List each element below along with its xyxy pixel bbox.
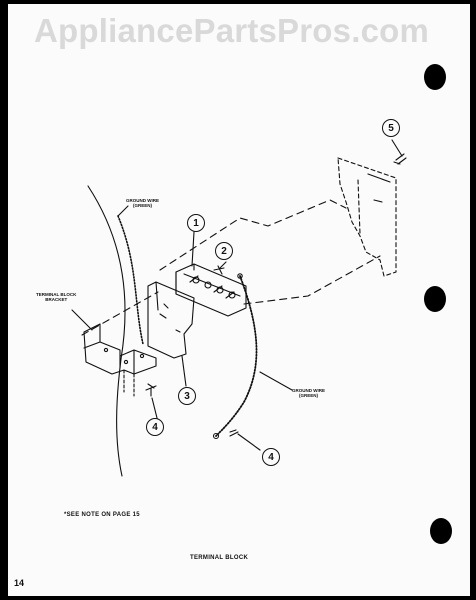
binder-hole-bottom — [430, 518, 452, 544]
screw-5 — [393, 153, 407, 165]
assembly-line-right — [243, 255, 381, 305]
binder-hole-top — [424, 64, 446, 90]
ground-wire-top-label: GROUND WIRE (GREEN) — [126, 198, 159, 208]
callout-1: 1 — [187, 214, 205, 232]
callout-2: 2 — [215, 242, 233, 260]
cabinet-edge — [87, 185, 126, 477]
screw-2 — [213, 265, 225, 275]
see-note-text: *SEE NOTE ON PAGE 15 — [64, 512, 140, 518]
callout-4b: 4 — [262, 448, 280, 466]
callout-4a: 4 — [146, 418, 164, 436]
terminal-plate — [147, 281, 195, 359]
watermark: AppliancePartsPros.com — [34, 12, 430, 49]
binder-hole-middle — [424, 286, 446, 312]
ground-wire-top — [117, 215, 144, 345]
terminal-block-drawing — [71, 139, 407, 477]
parts-diagram-page: AppliancePartsPros.com — [8, 4, 470, 596]
screw-4b — [229, 429, 239, 437]
page-number: 14 — [14, 578, 25, 588]
callout-3: 3 — [178, 387, 196, 405]
diagram-caption: TERMINAL BLOCK — [190, 555, 249, 561]
callout-5: 5 — [382, 119, 400, 137]
terminal-block-bracket-label: TERMINAL BLOCK BRACKET — [36, 292, 77, 302]
right-panel — [337, 157, 397, 277]
ground-wire-right — [215, 275, 258, 437]
screw-4a — [145, 383, 157, 397]
assembly-line-lower — [81, 291, 159, 336]
ground-wire-bottom-label: GROUND WIRE (GREEN) — [292, 388, 325, 398]
assembly-line-upper — [159, 199, 347, 271]
terminal-strip — [175, 263, 247, 317]
